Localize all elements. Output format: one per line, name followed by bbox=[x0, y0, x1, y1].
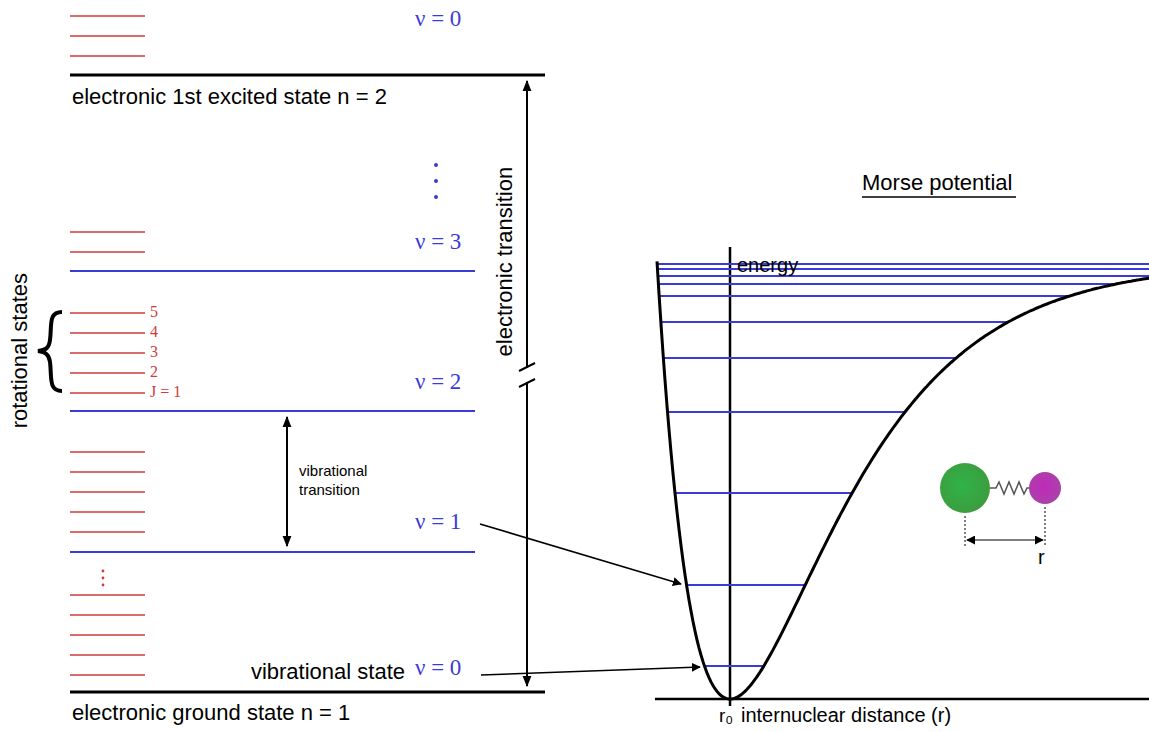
morse-levels bbox=[657, 264, 1149, 666]
level-label: ν = 3 bbox=[415, 229, 461, 255]
brace bbox=[38, 312, 62, 391]
axis-label: energy bbox=[737, 254, 798, 277]
ellipsis-dots bbox=[102, 570, 105, 587]
morse-level bbox=[658, 268, 1149, 270]
dimension-label: r bbox=[1038, 546, 1045, 569]
energy-axis bbox=[729, 247, 732, 706]
level-label: ν = 0 bbox=[415, 6, 461, 32]
vibrational-levels bbox=[70, 271, 475, 552]
rotational-levels bbox=[70, 16, 145, 675]
transition-label: vibrational transition bbox=[299, 462, 391, 500]
panel-title: Morse potential bbox=[862, 170, 1012, 195]
rotational-number: J = 1 bbox=[150, 383, 181, 401]
state-label: electronic 1st excited state n = 2 bbox=[72, 84, 387, 109]
level-label: ν = 0 bbox=[415, 655, 461, 681]
electronic-levels bbox=[70, 75, 545, 692]
state-label: vibrational state bbox=[251, 659, 405, 684]
morse-level bbox=[658, 275, 1149, 277]
axis-label: internuclear distance (r) bbox=[741, 704, 951, 727]
level-label: ν = 1 bbox=[415, 509, 461, 535]
morse-level bbox=[675, 492, 852, 494]
level-label: ν = 2 bbox=[415, 369, 461, 395]
morse-level bbox=[704, 665, 763, 667]
axis-label: r₀ bbox=[719, 705, 733, 727]
morse-level bbox=[657, 263, 1149, 265]
transition-arrow bbox=[519, 81, 535, 686]
morse-level bbox=[661, 321, 1008, 323]
morse-level bbox=[659, 295, 1070, 297]
morse-level bbox=[663, 357, 956, 359]
rotational-number: 4 bbox=[150, 323, 158, 341]
rotational-number: 5 bbox=[150, 303, 158, 321]
morse-level bbox=[658, 283, 1116, 285]
transition-label: electronic transition bbox=[492, 167, 517, 357]
state-label: electronic ground state n = 1 bbox=[72, 700, 350, 725]
group-label: rotational states bbox=[7, 273, 32, 428]
pointer-arrow bbox=[480, 524, 681, 584]
rotational-number: 2 bbox=[150, 363, 158, 381]
pointer-arrow bbox=[481, 667, 700, 675]
morse-curve bbox=[657, 261, 1149, 699]
ellipsis-dots bbox=[434, 163, 438, 199]
molecule-illustration bbox=[940, 463, 1061, 546]
title-underline bbox=[862, 196, 1016, 198]
rotational-number: 3 bbox=[150, 343, 158, 361]
morse-level bbox=[687, 584, 806, 586]
transition-arrow bbox=[286, 417, 288, 546]
morse-level bbox=[668, 411, 906, 413]
